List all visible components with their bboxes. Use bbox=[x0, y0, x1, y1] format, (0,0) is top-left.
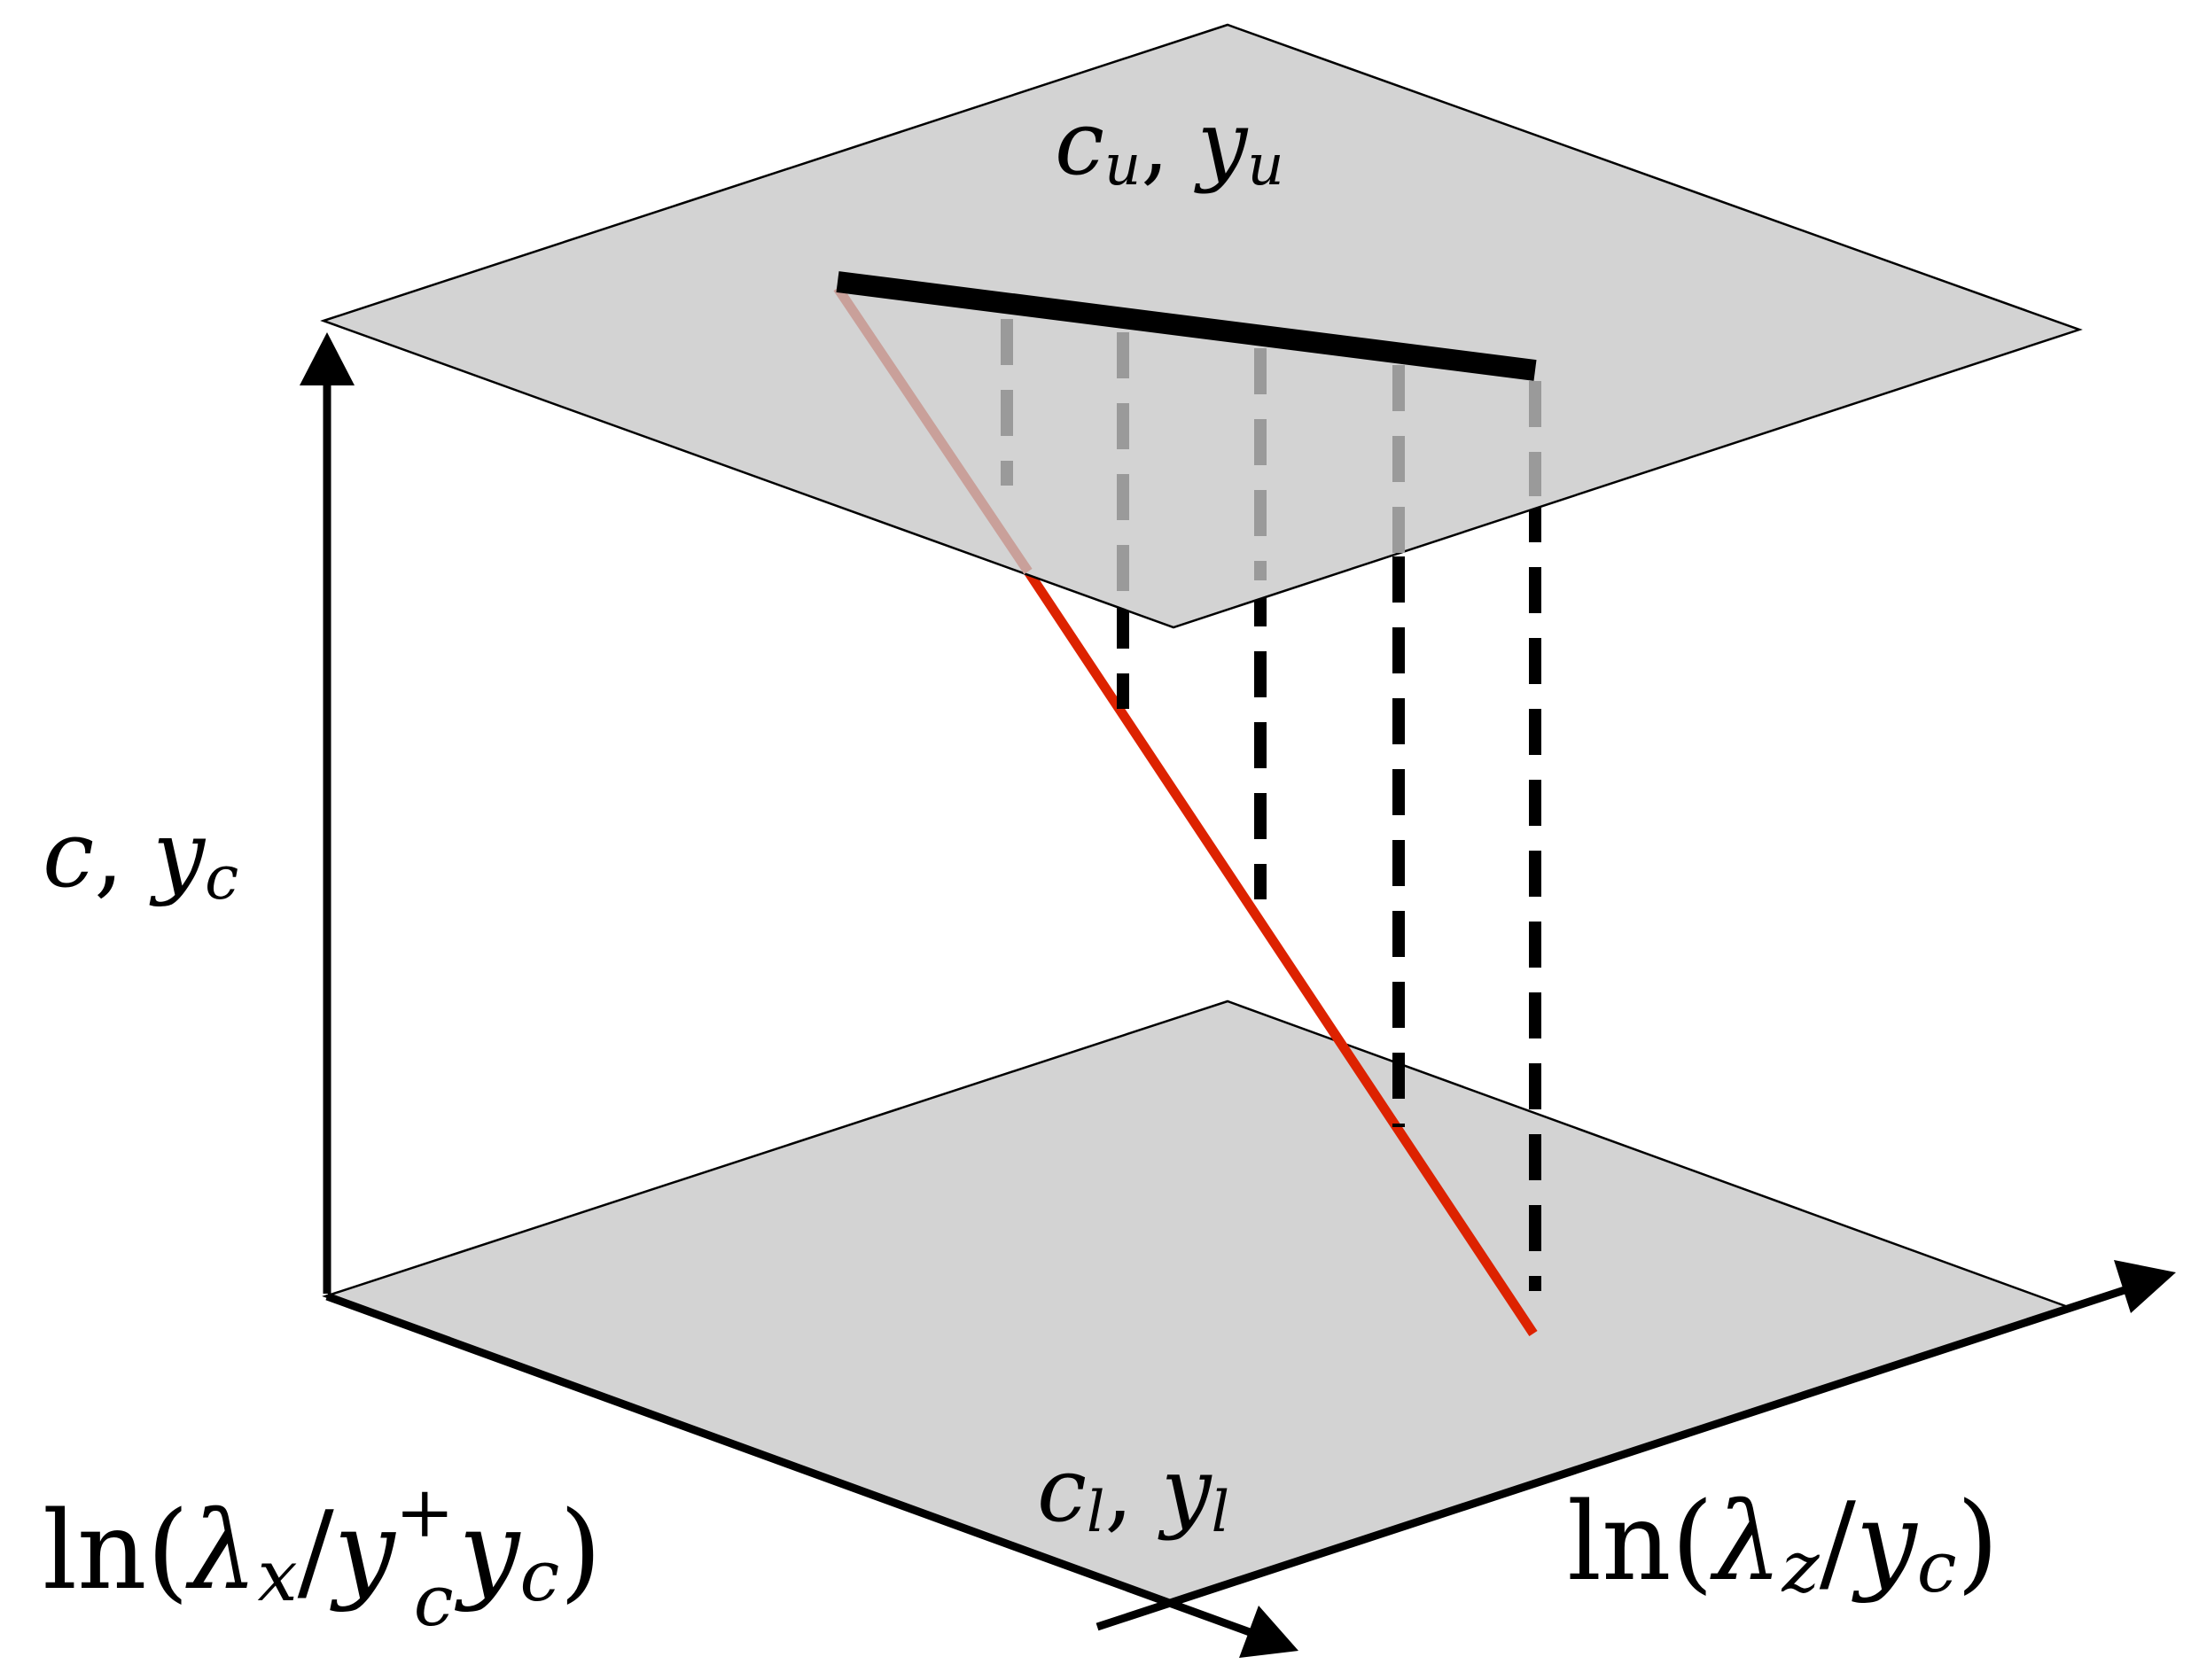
z-axis-arrowhead bbox=[2114, 1260, 2176, 1313]
upper-plane-label: cu, yu bbox=[1055, 91, 1284, 198]
vertical-axis-label: c, yc bbox=[43, 800, 238, 914]
lower-plane-label: cl, yl bbox=[1037, 1438, 1229, 1545]
vertical-axis-arrowhead bbox=[300, 332, 355, 385]
red-line-hidden-segment bbox=[833, 284, 1033, 575]
x-axis bbox=[325, 1292, 1251, 1637]
z-axis bbox=[1096, 1285, 2129, 1631]
upper-plane-bar bbox=[836, 271, 1537, 381]
red-line bbox=[1024, 568, 1538, 1337]
x-axis-label: ln(λx/y+cyc) bbox=[43, 1471, 602, 1642]
x-axis-arrowhead bbox=[1239, 1606, 1298, 1658]
z-axis-label: ln(λz/yc) bbox=[1567, 1479, 1999, 1608]
